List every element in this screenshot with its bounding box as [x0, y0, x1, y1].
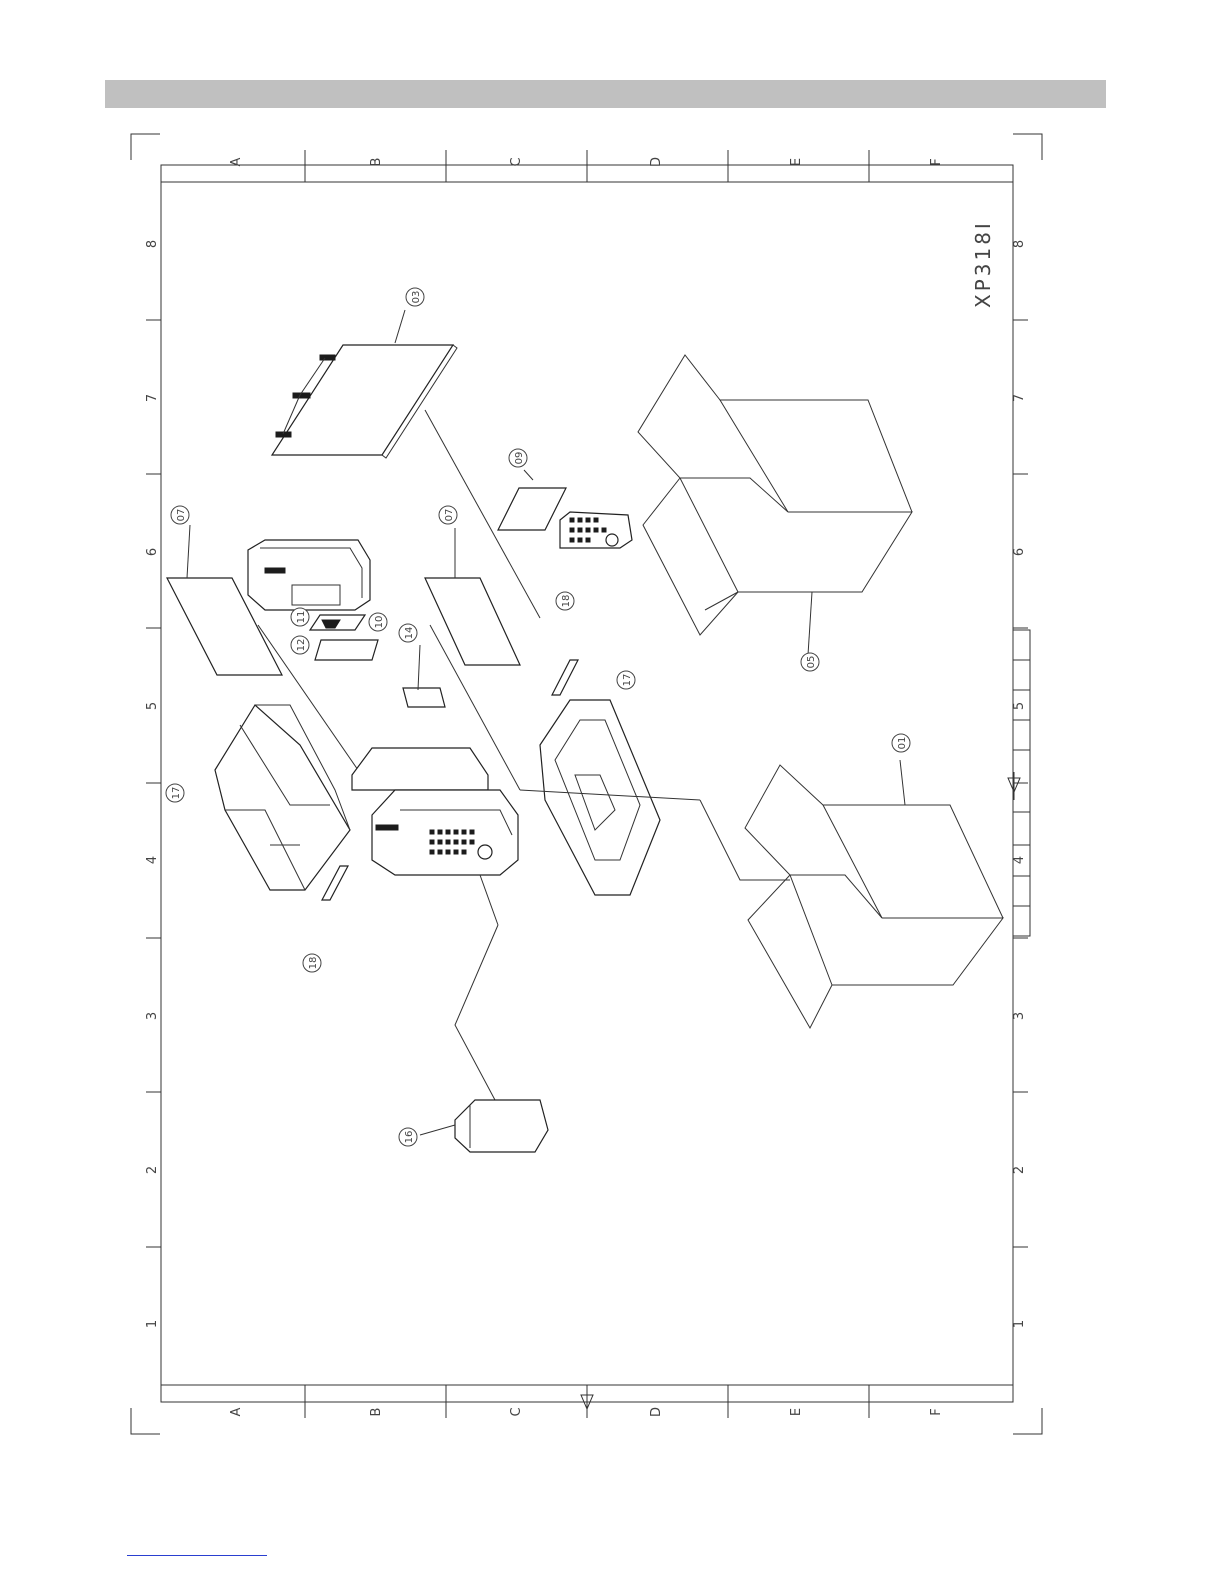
callout-label: 05 [806, 656, 817, 669]
row-label: 3 [1012, 1012, 1027, 1020]
column-label: C [509, 157, 524, 166]
row-label: 4 [1012, 856, 1027, 864]
callout-label: 01 [897, 737, 908, 750]
front-panel-part [560, 512, 632, 548]
callout-label: 03 [411, 291, 422, 304]
row-label: 1 [1012, 1320, 1027, 1328]
row-label: 5 [1012, 702, 1027, 710]
row-label: 5 [145, 702, 160, 710]
strip-18-b [322, 866, 348, 900]
callout-label: 11 [296, 611, 307, 624]
callout-label: 18 [308, 957, 319, 970]
column-label: C [509, 1407, 524, 1416]
row-label: 1 [145, 1320, 160, 1328]
column-label: D [649, 157, 664, 167]
card-part [403, 645, 445, 707]
callout-label: 14 [404, 627, 415, 640]
carton-lower [745, 760, 1003, 1028]
callout-label: 18 [561, 595, 572, 608]
callout-label: 07 [444, 509, 455, 522]
column-label: A [229, 157, 244, 166]
footer-link-underline [127, 1555, 267, 1556]
center-mark-bottom [581, 1388, 593, 1414]
speaker-unit-upper [248, 540, 370, 610]
column-label: D [649, 1407, 664, 1417]
callout-label: 10 [374, 616, 385, 629]
row-label: 4 [145, 856, 160, 864]
row-label: 6 [1012, 548, 1027, 556]
column-label: B [369, 158, 384, 167]
small-sheet [498, 470, 566, 530]
row-label: 2 [145, 1166, 160, 1174]
adapter-part [420, 1100, 548, 1152]
row-label: 7 [145, 394, 160, 402]
model-number: XP318I [971, 220, 995, 308]
center-mark-right [1008, 772, 1020, 800]
main-speaker-unit [352, 748, 518, 1100]
column-label: E [789, 158, 804, 166]
callout-label: 07 [176, 509, 187, 522]
row-label: 8 [145, 240, 160, 248]
row-label: 3 [145, 1012, 160, 1020]
callout-label: 17 [622, 674, 633, 687]
column-label: F [929, 1408, 944, 1415]
row-label: 7 [1012, 394, 1027, 402]
foam-tray-right [520, 700, 790, 895]
callout-label: 17 [171, 787, 182, 800]
carton-upper [638, 355, 912, 655]
strip-18-a [552, 660, 578, 695]
callout-label: 16 [404, 1131, 415, 1144]
callout-label: 12 [296, 639, 307, 652]
row-label: 6 [145, 548, 160, 556]
row-label: 2 [1012, 1166, 1027, 1174]
column-label: E [789, 1408, 804, 1416]
column-label: A [229, 1407, 244, 1416]
callout-label: 09 [514, 452, 525, 465]
foam-block-left [215, 705, 350, 890]
column-label: B [369, 1408, 384, 1417]
column-label: F [929, 158, 944, 165]
row-label: 8 [1012, 240, 1027, 248]
accessory-pack [310, 615, 378, 660]
